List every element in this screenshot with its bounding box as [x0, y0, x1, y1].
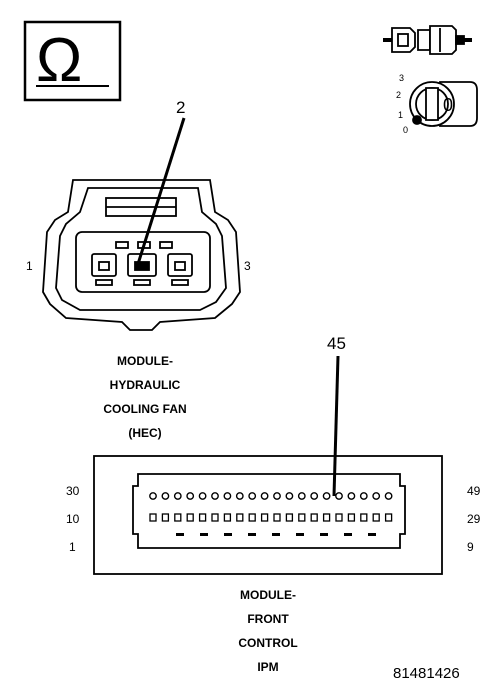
ipm-pin-cavity — [186, 492, 195, 500]
ipm-pin-cavity — [161, 492, 170, 500]
ipm-pin-cavity — [359, 492, 368, 500]
hec-pin-right-label: 3 — [244, 259, 251, 273]
ipm-pin-cavity — [176, 533, 184, 536]
ipm-pin-cavity — [360, 513, 368, 522]
ipm-pin-cavity — [335, 513, 343, 522]
ipm-pin-cavity — [344, 533, 352, 536]
ignition-position-2: 2 — [396, 90, 402, 100]
ipm-pin-cavity — [174, 513, 182, 522]
ipm-pin-cavity — [285, 492, 294, 500]
ipm-pin-cavity — [198, 492, 207, 500]
ipm-pin-cavity — [320, 533, 328, 536]
ipm-pin-cavity — [384, 492, 393, 500]
hec-title-line-2: HYDRAULIC — [109, 378, 181, 392]
ipm-left-pin-30: 30 — [66, 484, 80, 498]
ipm-pin-cavity — [296, 533, 304, 536]
ipm-pin-cavity — [260, 513, 269, 522]
ipm-callout-leader — [332, 355, 340, 497]
ipm-pin-cavity — [297, 492, 306, 500]
ipm-pin-grid — [149, 492, 393, 536]
disconnect-connector-icon — [383, 25, 472, 55]
ipm-pin-cavity — [161, 513, 170, 522]
ipm-pin-cavity — [310, 492, 319, 500]
ipm-pin-cavity — [368, 533, 376, 536]
ipm-pin-cavity — [335, 492, 343, 500]
ipm-title-line-2: FRONT — [247, 612, 289, 626]
ohm-underline — [36, 85, 109, 87]
ipm-pin-cavity — [372, 513, 380, 522]
ipm-pin-cavity — [372, 492, 381, 500]
ignition-position-1: 1 — [398, 110, 404, 120]
ipm-pin-cavity — [224, 533, 232, 536]
ipm-pin-cavity — [235, 492, 244, 500]
ipm-pin-cavity — [347, 513, 356, 522]
hec-callout-number: 2 — [176, 98, 186, 117]
ipm-right-pin-29: 29 — [467, 512, 481, 526]
hec-callout-leader — [136, 117, 186, 265]
figure-number: 81481426 — [393, 665, 460, 682]
ipm-pin-cavity — [149, 513, 157, 522]
ipm-pin-cavity — [248, 513, 256, 522]
ipm-pin-cavity — [223, 492, 232, 500]
ipm-pin-cavity — [322, 492, 331, 500]
ipm-title-line-4: IPM — [257, 660, 279, 674]
ipm-right-pin-9: 9 — [467, 540, 474, 554]
ipm-pin-cavity — [273, 513, 281, 522]
ipm-pin-cavity — [260, 492, 269, 500]
ipm-pin-cavity — [211, 513, 219, 522]
ipm-pin-cavity — [173, 492, 182, 500]
ipm-pin-cavity — [285, 513, 294, 522]
ipm-pin-cavity — [200, 533, 208, 536]
ipm-pin-cavity — [298, 513, 306, 522]
ipm-pin-cavity — [211, 492, 219, 500]
ignition-position-3: 3 — [399, 73, 405, 83]
ipm-title: MODULE- FRONT CONTROL IPM — [183, 583, 353, 679]
ipm-pin-cavity — [322, 513, 331, 522]
ignition-key-label: 0 — [443, 95, 454, 115]
ipm-pin-cavity — [236, 513, 244, 522]
ipm-left-pin-10: 10 — [66, 512, 80, 526]
hec-pin-left-label: 1 — [26, 259, 33, 273]
ipm-callout-number: 45 — [327, 334, 346, 353]
ipm-pin-cavity — [198, 513, 207, 522]
ohmmeter-icon — [23, 20, 122, 102]
ipm-pin-cavity — [384, 513, 393, 522]
ipm-pin-cavity — [186, 513, 194, 522]
ipm-title-line-1: MODULE- — [240, 588, 296, 602]
ipm-title-line-3: CONTROL — [238, 636, 298, 650]
hec-title-line-4: (HEC) — [128, 426, 162, 440]
ipm-right-pin-49: 49 — [467, 484, 481, 498]
ipm-left-pin-1: 1 — [69, 540, 76, 554]
ipm-pin-cavity — [248, 533, 256, 536]
ipm-pin-cavity — [248, 492, 257, 500]
ignition-position-0: 0 — [403, 125, 409, 135]
hec-title-line-1: MODULE- — [117, 354, 173, 368]
ipm-pin-cavity — [223, 513, 232, 522]
ipm-pin-cavity — [272, 533, 280, 536]
ohm-symbol: Ω — [36, 26, 83, 95]
ipm-pin-cavity — [149, 492, 157, 500]
ipm-pin-cavity — [347, 492, 356, 500]
ipm-pin-cavity — [273, 492, 281, 500]
ipm-pin-cavity — [310, 513, 318, 522]
hec-title-line-3: COOLING FAN — [103, 402, 187, 416]
ignition-switch-icon — [409, 81, 478, 127]
hec-title: MODULE- HYDRAULIC COOLING FAN (HEC) — [60, 349, 230, 445]
